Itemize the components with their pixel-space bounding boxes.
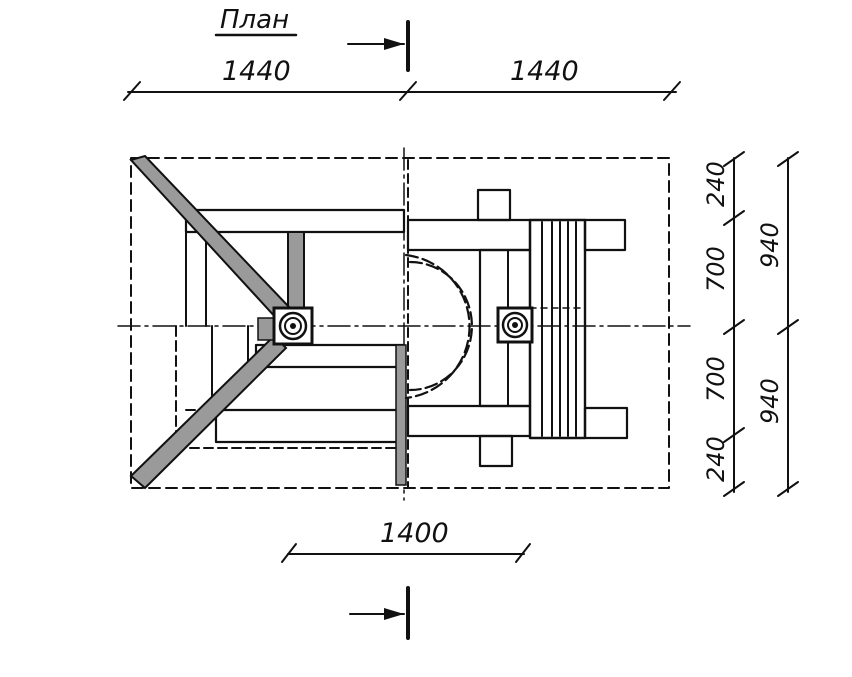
- dimension-line-top: [123, 81, 681, 101]
- left-frame: [175, 208, 407, 486]
- bolt-icon-left: [272, 306, 314, 346]
- outer-dashed-boundary: [130, 157, 670, 489]
- dim-right-inner-4: 240: [702, 436, 730, 482]
- plan-title: План: [220, 5, 289, 35]
- section-mark-bottom: [349, 586, 410, 640]
- semicircle-opening: [404, 253, 473, 400]
- dim-right-inner-2: 700: [702, 246, 730, 292]
- dimension-line-right-inner: [723, 151, 745, 497]
- dim-right-inner-1: 240: [702, 161, 730, 207]
- bolt-icon-right: [496, 306, 534, 344]
- dim-top-left: 1440: [222, 56, 291, 87]
- section-mark-top: [347, 20, 410, 72]
- dimension-line-bottom: [281, 543, 531, 563]
- diagonal-strut-upper: [129, 154, 292, 322]
- dimension-line-right-outer: [777, 151, 799, 497]
- diagonal-strut-lower: [129, 334, 288, 490]
- dim-bottom: 1400: [380, 518, 449, 549]
- dim-right-outer-1: 940: [756, 222, 784, 268]
- dim-right-outer-2: 940: [756, 378, 784, 424]
- dim-top-right: 1440: [510, 56, 579, 87]
- dim-right-inner-3: 700: [702, 356, 730, 402]
